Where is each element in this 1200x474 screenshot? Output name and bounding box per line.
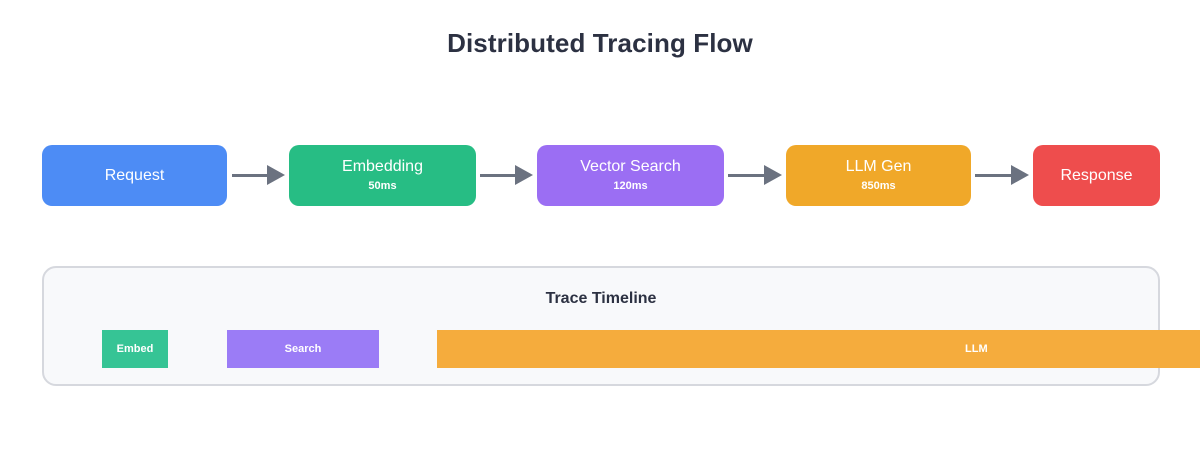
timeline-bar-label: Embed <box>116 343 154 355</box>
arrow-head-icon <box>1011 165 1029 185</box>
timeline-bar-label: Search <box>284 343 322 355</box>
timeline-bar-label: LLM <box>965 343 988 355</box>
flow-node-duration: 850ms <box>861 179 896 192</box>
flow-node-llm-gen[interactable]: LLM Gen 850ms <box>786 145 971 206</box>
flow-node-response[interactable]: Response <box>1033 145 1160 206</box>
flow-arrow-request-to-embedding <box>232 165 285 185</box>
timeline-bar-llm[interactable]: LLM <box>437 330 1200 368</box>
flow-node-request[interactable]: Request <box>42 145 227 206</box>
timeline-bar-search[interactable]: Search <box>227 330 379 368</box>
flow-node-vector-search[interactable]: Vector Search 120ms <box>537 145 724 206</box>
flow-arrow-embedding-to-vector-search <box>480 165 533 185</box>
flow-node-label: Vector Search <box>580 157 681 175</box>
page-title: Distributed Tracing Flow <box>447 28 753 58</box>
arrow-head-icon <box>267 165 285 185</box>
flow-node-duration: 50ms <box>368 179 397 192</box>
arrow-shaft <box>480 174 515 177</box>
flow-arrow-vector-search-to-llm-gen <box>728 165 782 185</box>
trace-timeline-bars: Embed Search LLM <box>42 330 1200 368</box>
arrow-head-icon <box>764 165 782 185</box>
arrow-shaft <box>728 174 764 177</box>
flow-node-duration: 120ms <box>613 179 648 192</box>
flow-node-label: Request <box>104 167 165 184</box>
trace-timeline-title: Trace Timeline <box>545 290 657 307</box>
timeline-bar-embed[interactable]: Embed <box>102 330 168 368</box>
arrow-shaft <box>232 174 267 177</box>
arrow-head-icon <box>515 165 533 185</box>
flow-node-label: Embedding <box>342 157 423 175</box>
arrow-shaft <box>975 174 1011 177</box>
flow-node-embedding[interactable]: Embedding 50ms <box>289 145 476 206</box>
flow-node-label: Response <box>1060 167 1133 184</box>
tracing-flow-diagram: Request Embedding 50ms Vector Search 120… <box>42 145 1160 206</box>
flow-node-label: LLM Gen <box>845 157 912 175</box>
flow-arrow-llm-gen-to-response <box>975 165 1029 185</box>
trace-timeline-panel: Trace Timeline <box>42 266 1160 386</box>
